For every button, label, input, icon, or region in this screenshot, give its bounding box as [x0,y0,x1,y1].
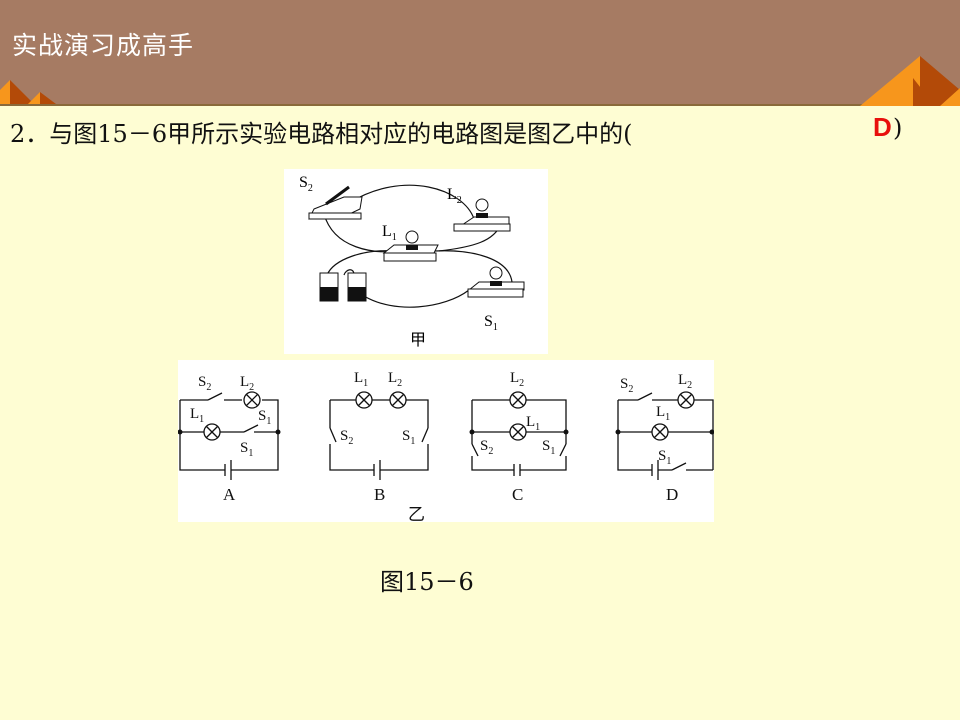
figure-jia-caption: 甲 [410,332,426,349]
svg-text:L1: L1 [526,414,540,433]
svg-text:L2: L2 [510,370,524,389]
question-number: 2． [10,120,50,148]
svg-text:L2: L2 [447,186,462,206]
figure-jia-physical-circuit: S2 L2 L1 S1 甲 [284,169,548,354]
option-b-label: B [374,485,385,504]
slide-header [0,0,960,104]
option-a-label: A [223,485,236,504]
pyramid-decoration-right-icon [860,56,960,106]
svg-text:S2: S2 [198,374,211,393]
svg-text:S2: S2 [299,174,313,194]
svg-text:S1: S1 [542,438,555,457]
svg-text:S1: S1 [484,313,498,333]
svg-text:S1: S1 [258,408,271,427]
svg-text:L1: L1 [382,223,397,243]
option-d-label: D [666,485,678,504]
figure-yi-caption: 乙 [408,505,425,522]
answer-text: D [873,112,892,142]
svg-text:L2: L2 [678,372,692,391]
figure-caption: 图15－6 [380,568,474,596]
question-body: 与图15－6甲所示实验电路相对应的电路图是图乙中的( [49,120,633,148]
svg-text:L2: L2 [388,370,402,389]
option-c-label: C [512,485,523,504]
question-text: 2．与图15－6甲所示实验电路相对应的电路图是图乙中的( [10,114,632,149]
svg-text:S2: S2 [480,438,493,457]
svg-text:L1: L1 [190,406,204,425]
svg-text:S1: S1 [240,440,253,459]
slide-title: 实战演习成高手 [12,31,195,60]
pyramid-decoration-left-icon [0,80,56,104]
svg-text:S1: S1 [658,448,671,467]
svg-text:L1: L1 [354,370,368,389]
svg-text:S1: S1 [402,428,415,447]
figure-yi-circuit-diagrams: S2 L2 L1 S1 S1 L1 L2 S2 S1 L2 L1 S2 S1 S… [177,360,715,524]
header-divider [0,104,960,106]
svg-text:S2: S2 [620,376,633,395]
closing-paren: ) [893,114,903,142]
svg-text:L2: L2 [240,374,254,393]
svg-text:L1: L1 [656,404,670,423]
svg-text:S2: S2 [340,428,353,447]
